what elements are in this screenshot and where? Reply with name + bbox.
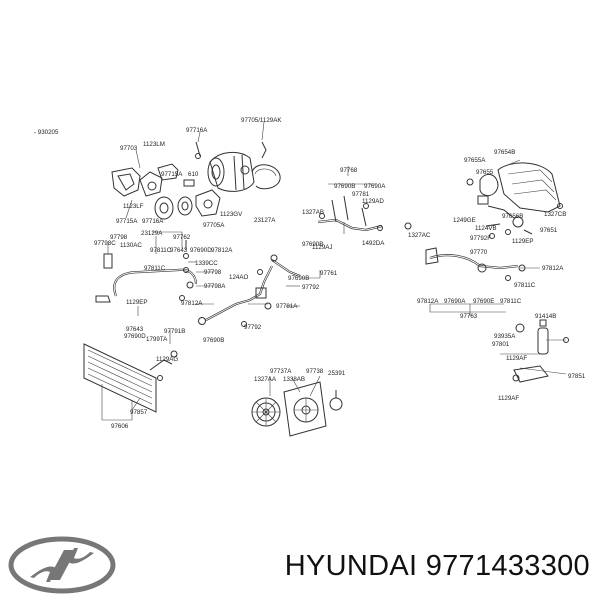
part-label: 97690A bbox=[364, 183, 386, 190]
part-label: 97690D bbox=[124, 333, 146, 340]
part-label: 97811C bbox=[514, 282, 536, 289]
part-label: 1130AC bbox=[120, 242, 142, 249]
part-label: 1123GV bbox=[220, 211, 243, 218]
part-label: 97654B bbox=[494, 149, 515, 156]
brand-footer: HYUNDAI 9771433300 bbox=[0, 528, 600, 600]
part-label: 97690B bbox=[288, 275, 309, 282]
part-label: 1327AB bbox=[302, 209, 324, 216]
part-label: 97812A bbox=[542, 265, 564, 272]
part-label: 97690B bbox=[334, 183, 355, 190]
part-label: 97716A bbox=[186, 127, 208, 134]
part-label: 1124VB bbox=[475, 225, 497, 232]
part-label: 97792 bbox=[244, 324, 262, 331]
part-label: 97690B bbox=[203, 337, 224, 344]
part-label: 23129A bbox=[141, 230, 163, 237]
brand-part-number-text: HYUNDAI 9771433300 bbox=[284, 550, 590, 582]
part-label: 97801 bbox=[492, 341, 510, 348]
part-label: 1129AF bbox=[498, 395, 519, 402]
hyundai-logo-icon bbox=[8, 536, 116, 594]
part-label: 610 bbox=[188, 171, 199, 178]
part-label: 1129AG bbox=[156, 356, 178, 363]
leader-lines bbox=[101, 121, 567, 421]
compressor-group bbox=[111, 141, 281, 220]
part-label: 1339CC bbox=[195, 260, 218, 267]
part-label: 97798C bbox=[94, 240, 116, 247]
discharge-hose-center bbox=[198, 254, 301, 327]
part-label: 97857 bbox=[130, 409, 148, 416]
part-label: 97762 bbox=[173, 234, 191, 241]
part-label: 97763 bbox=[460, 313, 478, 320]
part-label: 97705/1129AK bbox=[241, 117, 282, 124]
part-labels: 97703 1123LM 97716A 97705/1129AK 97715A … bbox=[94, 117, 586, 430]
part-label: 97791B bbox=[164, 328, 185, 335]
part-label: 1129AD bbox=[362, 198, 384, 205]
part-label: 97811C bbox=[500, 298, 522, 305]
part-label: 1129AJ bbox=[312, 244, 333, 251]
part-label: 97798 bbox=[204, 269, 222, 276]
part-label: 1338AB bbox=[283, 376, 305, 383]
part-label: 93935A bbox=[494, 333, 516, 340]
part-label: 97737A bbox=[270, 368, 292, 375]
part-label: 97812A bbox=[181, 300, 203, 307]
part-label: 97690D bbox=[190, 247, 212, 254]
part-label: 1327CB bbox=[544, 211, 566, 218]
receiver-drier bbox=[512, 319, 569, 383]
part-label: 1129AF bbox=[506, 355, 527, 362]
part-label: 1129EP bbox=[126, 299, 148, 306]
part-label: 97768 bbox=[340, 167, 358, 174]
part-label: 1327AC bbox=[408, 232, 431, 239]
part-label: 97656B bbox=[502, 213, 523, 220]
suction-hose-right bbox=[425, 247, 526, 281]
part-label: 1123LM bbox=[143, 141, 165, 148]
liquid-line-upper bbox=[317, 195, 412, 232]
part-label: 97792 bbox=[302, 284, 320, 291]
part-label: 97705A bbox=[203, 222, 225, 229]
part-label: 97703 bbox=[120, 145, 138, 152]
part-label: 1799TA bbox=[146, 336, 168, 343]
part-label: 97811C bbox=[150, 247, 172, 254]
part-label: 97812A bbox=[417, 298, 439, 305]
part-label: 97690A bbox=[444, 298, 466, 305]
part-label: 1249GE bbox=[453, 217, 476, 224]
part-label: 97690B bbox=[302, 241, 323, 248]
part-label: 97792F bbox=[470, 235, 491, 242]
part-label: 97781A bbox=[276, 303, 298, 310]
condenser bbox=[83, 343, 178, 413]
part-label: 97798A bbox=[204, 283, 226, 290]
part-label: 91414B bbox=[535, 313, 556, 320]
part-label: 97811C bbox=[144, 265, 166, 272]
part-label: 97655 bbox=[476, 169, 494, 176]
part-label: 97738 bbox=[306, 368, 324, 375]
part-label: 97812A bbox=[211, 247, 233, 254]
part-label: 97715A bbox=[116, 218, 138, 225]
part-label: 1492DA bbox=[362, 240, 385, 247]
part-label: 124AO bbox=[229, 274, 248, 281]
part-label: 97716A bbox=[142, 218, 164, 225]
part-label: 97651 bbox=[540, 227, 558, 234]
part-label: 97851 bbox=[568, 373, 586, 380]
part-label: 97655A bbox=[464, 157, 486, 164]
part-label: 1129EP bbox=[512, 238, 534, 245]
part-label: 97798 bbox=[110, 234, 128, 241]
part-label: 97690E bbox=[473, 298, 494, 305]
part-label: 97606 bbox=[111, 423, 129, 430]
part-label: 97715A bbox=[161, 171, 183, 178]
diagram-ref-code: - 930205 bbox=[34, 129, 59, 136]
part-label: 97781 bbox=[352, 191, 370, 198]
part-label: 1327AA bbox=[254, 376, 277, 383]
part-label: 25391 bbox=[328, 370, 346, 377]
part-label: 97770 bbox=[470, 249, 488, 256]
part-label: 97643 bbox=[126, 326, 144, 333]
part-label: 97643 bbox=[170, 247, 188, 254]
part-label: 1123LF bbox=[123, 203, 144, 210]
part-label: 23127A bbox=[254, 217, 276, 224]
cooling-fan bbox=[251, 381, 343, 437]
part-label: 97761 bbox=[320, 270, 338, 277]
